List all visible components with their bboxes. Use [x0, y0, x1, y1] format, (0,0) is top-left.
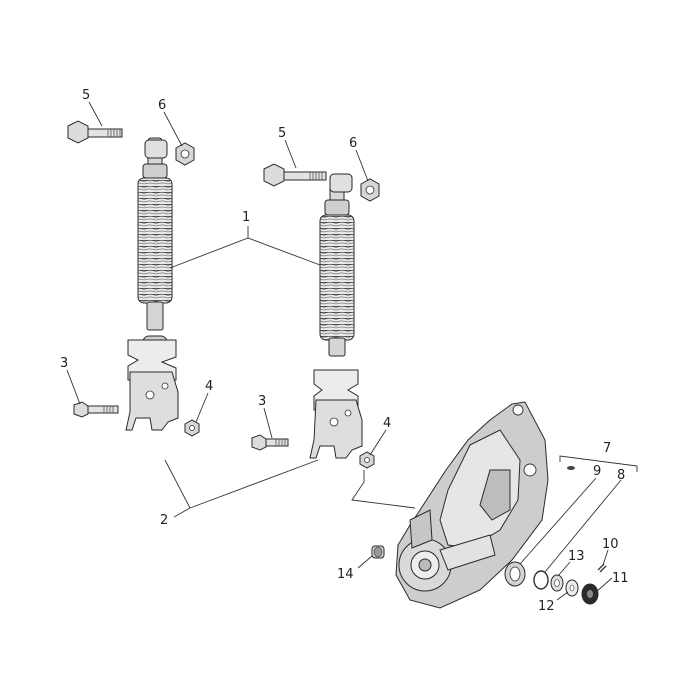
leader-lines: [66, 101, 638, 601]
callout-2: 2: [160, 513, 168, 528]
axle-bush-14: [371, 545, 385, 559]
callout-4-right: 4: [383, 416, 391, 431]
callout-12: 12: [538, 599, 555, 614]
oring-8: [533, 570, 549, 590]
gasket-left: [127, 339, 177, 381]
callout-1: 1: [242, 210, 250, 225]
callout-13: 13: [568, 549, 585, 564]
bracket-left: [125, 371, 179, 431]
shock-absorber-left: [137, 137, 173, 353]
callout-5-left: 5: [82, 88, 90, 103]
nut-4-left: [184, 419, 200, 437]
castle-nut-11: [581, 583, 599, 605]
bolt-right: [263, 163, 327, 187]
spacer-left: [144, 139, 168, 159]
callout-14: 14: [337, 567, 354, 582]
bolt-3-right: [251, 434, 289, 451]
callout-7: 7: [603, 441, 611, 456]
nut-right: [360, 178, 380, 202]
cotter-pin-10: [597, 563, 607, 573]
swing-arm-housing: [395, 401, 549, 609]
bearing-9: [504, 561, 526, 587]
callout-3-left: 3: [60, 356, 68, 371]
nut-4-right: [359, 451, 375, 469]
nut-left: [175, 142, 195, 166]
callout-10: 10: [602, 537, 619, 552]
callout-6-left: 6: [158, 98, 166, 113]
callout-8: 8: [617, 468, 625, 483]
bracket-right: [309, 399, 363, 459]
callout-3-right: 3: [258, 394, 266, 409]
callout-6-right: 6: [349, 136, 357, 151]
shock-absorber-right: [319, 182, 355, 387]
callout-9: 9: [593, 464, 601, 479]
bolt-left: [67, 120, 123, 144]
spacer-13: [550, 574, 564, 592]
washer-12: [565, 579, 579, 597]
callout-labels: 5 6 1 5 6 3 4 3 4 2 7 9 8 14 13 10 11 12: [60, 88, 629, 614]
dowel-7: [567, 466, 575, 470]
callout-4-left: 4: [205, 379, 213, 394]
callout-5-right: 5: [278, 126, 286, 141]
spacer-right: [329, 173, 353, 193]
bolt-3-left: [73, 401, 119, 418]
callout-11: 11: [612, 571, 629, 586]
